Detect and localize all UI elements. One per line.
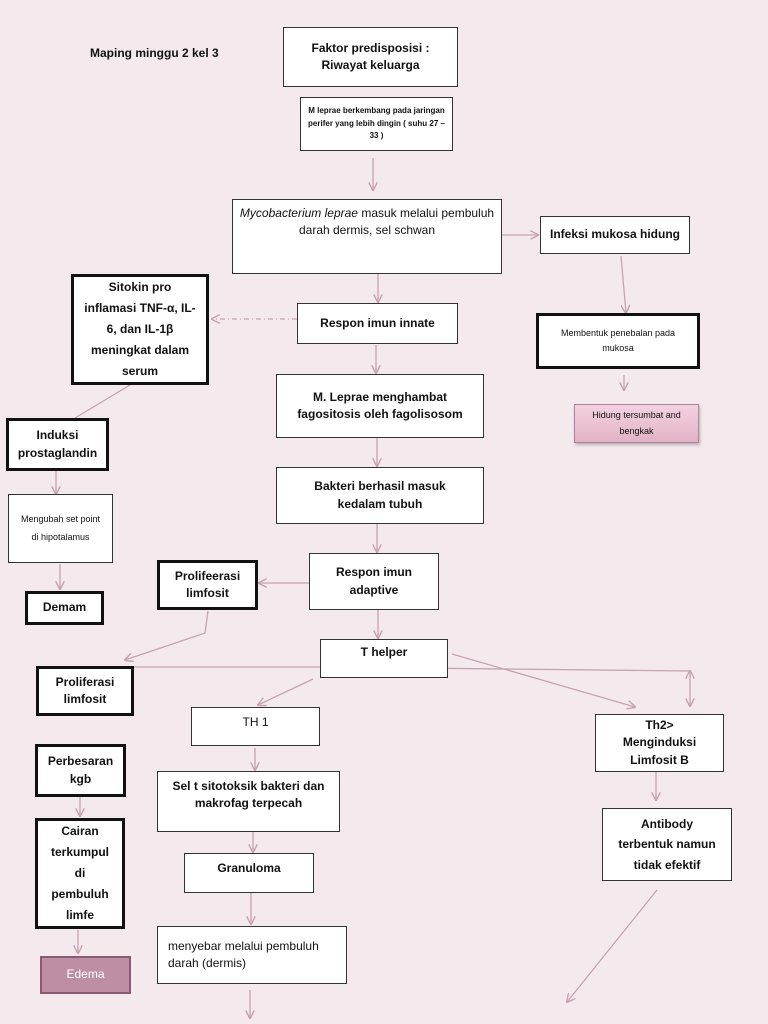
arrow-antibody-down [567,889,658,1002]
mycobacterium-italic: Mycobacterium leprae [239,206,358,220]
arrow-thelper-to-th1 [258,678,314,705]
faktor-predisposisi-box: Faktor predisposisi : Riwayat keluarga [283,27,458,87]
hidung-tersumbat-box: Hidung tersumbat and bengkak [574,404,699,443]
mycobacterium-text: Mycobacterium leprae masuk melalui pembu… [239,205,495,240]
respon-innate-box: Respon imun innate [297,303,458,344]
mycobacterium-box: Mycobacterium leprae masuk melalui pembu… [232,199,502,274]
menghambat-box: M. Leprae menghambat fagositosis oleh fa… [276,374,484,438]
edema-box: Edema [40,956,131,994]
arrow-infeksi-to-penebalan [620,255,626,313]
arrow-prolif1-to-prolif2 [125,610,209,660]
bakteri-masuk-box: Bakteri berhasil masuk kedalam tubuh [276,467,484,524]
prolifeerasi-limfosit-box: Prolifeerasi limfosit [157,560,258,610]
demam-box: Demam [25,591,104,625]
perbesaran-kgb-box: Perbesaran kgb [35,744,126,797]
arrow-thelper-to-th2 [451,653,635,707]
menyebar-box: menyebar melalui pembuluh darah (dermis) [157,926,347,984]
proliferasi-limfosit-box: Proliferasi limfosit [36,666,134,716]
th1-box: TH 1 [191,707,320,746]
mycobacterium-rest: masuk melalui pembuluh darah dermis, sel… [298,206,495,238]
granuloma-box: Granuloma [184,853,314,893]
sitokin-box: Sitokin pro inflamasi TNF-α, IL-6, dan I… [71,274,209,385]
infeksi-mukosa-box: Infeksi mukosa hidung [540,216,690,254]
set-point-box: Mengubah set point di hipotalamus [8,494,113,563]
t-helper-box: T helper [320,639,448,678]
sel-t-sitotoksik-box: Sel t sitotoksik bakteri dan makrofag te… [157,771,340,832]
induksi-prostaglandin-box: Induksi prostaglandin [6,418,109,471]
line-sitokin-to-induksi [74,384,131,419]
antibody-box: Antibody terbentuk namun tidak efektif [602,808,732,881]
th2-box: Th2> Menginduksi Limfosit B [595,714,724,772]
mleprae-suhu-box: M leprae berkembang pada jaringan perife… [300,97,453,151]
penebalan-mukosa-box: Membentuk penebalan pada mukosa [536,313,700,369]
respon-adaptive-box: Respon imun adaptive [309,553,439,610]
page-title: Maping minggu 2 kel 3 [90,46,219,60]
cairan-terkumpul-box: Cairan terkumpul di pembuluh limfe [35,818,125,929]
